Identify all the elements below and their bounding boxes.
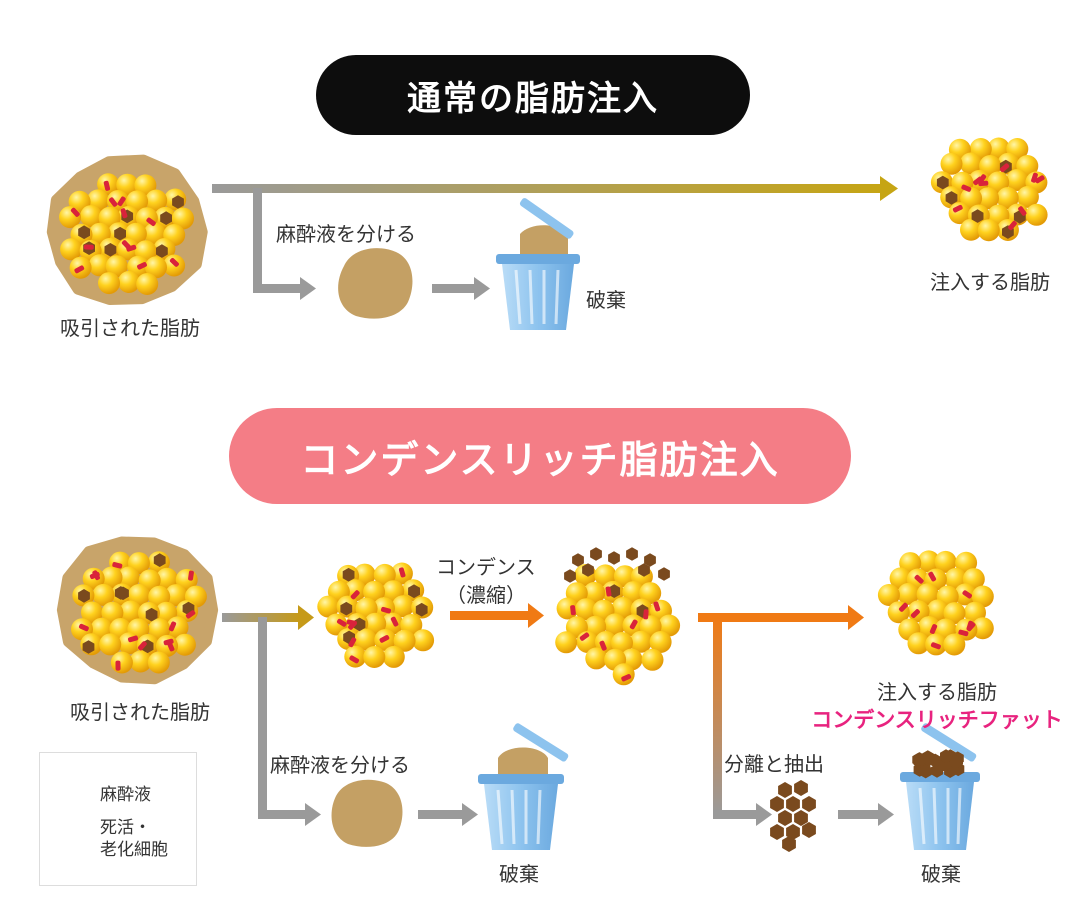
condense-label: コンデンス bbox=[436, 555, 536, 579]
anesthetic-blob-icon-2 bbox=[331, 779, 403, 847]
condense-arrow-shaft bbox=[450, 611, 530, 620]
anesthetic-branch-arrowhead bbox=[305, 803, 321, 826]
legend-dead-cells-label-line1: 死活・ bbox=[100, 818, 151, 838]
to-bucket-arrowhead bbox=[474, 277, 490, 300]
legend-box: 麻酔液 死活・ 老化細胞 bbox=[39, 752, 197, 886]
separated-dead-cells-icon bbox=[770, 780, 816, 852]
fat-cell-clusters bbox=[46, 137, 1048, 686]
trash-bucket-icon-1 bbox=[496, 198, 580, 330]
suctioned-fat-label-2: 吸引された脂肪 bbox=[70, 700, 210, 724]
to-fat-arrowhead bbox=[298, 605, 314, 630]
section1-arrows bbox=[212, 176, 898, 300]
discard-label-2: 破棄 bbox=[499, 862, 539, 886]
condense-rich-fat-product-name: コンデンスリッチファット bbox=[811, 708, 1063, 732]
condense-arrowhead bbox=[528, 603, 544, 628]
separation-branch-arrowhead bbox=[756, 803, 772, 826]
suctioned-fat-cluster-2 bbox=[56, 536, 219, 685]
condense-rich-fat-cluster bbox=[877, 550, 994, 656]
to-bucket-arrow-shaft bbox=[432, 284, 476, 293]
to-injected-arrow-shaft bbox=[698, 613, 850, 622]
separation-extraction-label: 分離と抽出 bbox=[724, 752, 824, 776]
injected-fat-label-2: 注入する脂肪 bbox=[877, 680, 997, 704]
legend-dead-cells-label-line2: 老化細胞 bbox=[100, 840, 168, 860]
discard-label-1: 破棄 bbox=[586, 288, 626, 312]
branch-arrowhead bbox=[300, 277, 316, 300]
condense-sub-label: （濃縮） bbox=[446, 583, 526, 607]
branch-right-line bbox=[253, 284, 303, 293]
main-flow-arrow-shaft bbox=[212, 184, 882, 193]
suctioned-fat-label-1: 吸引された脂肪 bbox=[60, 316, 200, 340]
conventional-fat-injection-title: 通常の脂肪注入 bbox=[316, 55, 750, 135]
to-bucket3-arrowhead bbox=[878, 803, 894, 826]
anesthetic-blob-icon-1 bbox=[338, 248, 413, 319]
discard-label-3: 破棄 bbox=[921, 862, 961, 886]
separation-branch-right bbox=[713, 810, 759, 819]
condensed-fat-cluster bbox=[555, 547, 681, 686]
injected-fat-label-1: 注入する脂肪 bbox=[930, 270, 1050, 294]
trash-bucket-icon-3 bbox=[900, 723, 980, 850]
suctioned-fat-cluster-1 bbox=[46, 154, 208, 305]
condense-rich-fat-injection-title: コンデンスリッチ脂肪注入 bbox=[229, 408, 851, 504]
branch-down-line bbox=[253, 188, 262, 290]
to-bucket2-arrowhead bbox=[462, 803, 478, 826]
section2-arrows bbox=[222, 603, 894, 826]
anesthetic-branch-down bbox=[258, 617, 267, 815]
dead-cells-in-bucket bbox=[912, 749, 965, 779]
separate-anesthetic-label-2: 麻酔液を分ける bbox=[270, 753, 410, 777]
separation-branch-down bbox=[713, 617, 722, 815]
main-flow-arrowhead bbox=[880, 176, 898, 201]
fat-cluster-before-condense bbox=[317, 562, 435, 668]
anesthetic-branch-right bbox=[258, 810, 308, 819]
legend-anesthetic-label: 麻酔液 bbox=[100, 785, 151, 805]
to-bucket2-arrow-shaft bbox=[418, 810, 464, 819]
injected-fat-cluster-1 bbox=[930, 137, 1048, 242]
to-injected-arrowhead bbox=[848, 605, 864, 630]
separate-anesthetic-label-1: 麻酔液を分ける bbox=[276, 222, 416, 246]
to-bucket3-arrow-shaft bbox=[838, 810, 880, 819]
trash-bucket-icon-2 bbox=[478, 723, 569, 850]
